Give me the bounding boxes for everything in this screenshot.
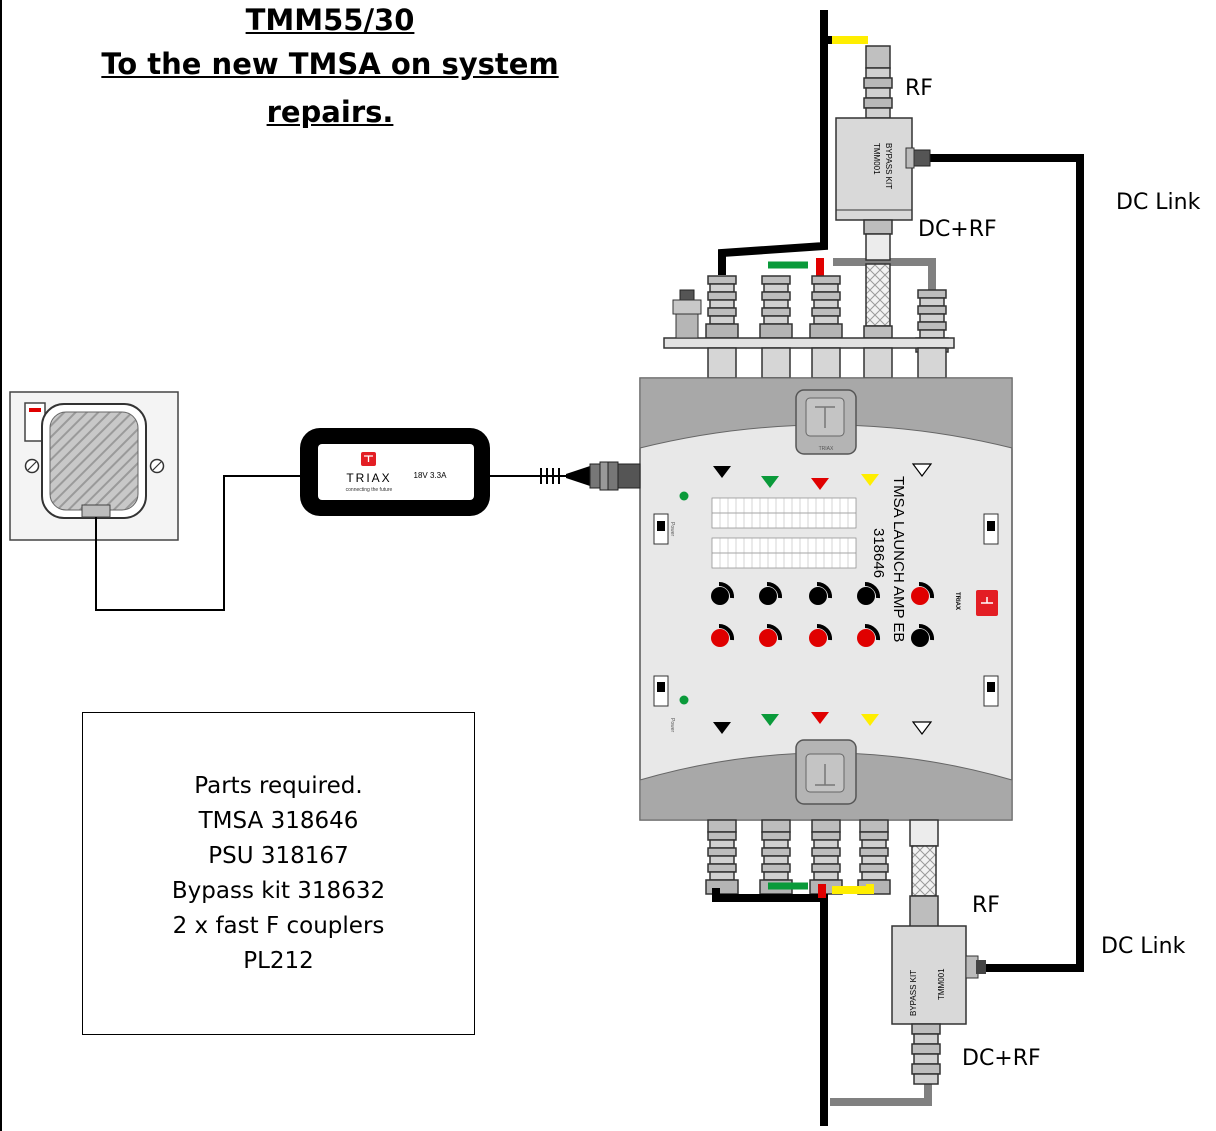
top-bypass-label-1: BYPASS KIT [884, 143, 893, 189]
earth-post [672, 289, 702, 339]
amp-brand: TRIAX [954, 592, 960, 610]
top-connector-3 [809, 275, 843, 339]
top-bypass-kit [835, 117, 913, 221]
label-dcrf-bottom: DC+RF [962, 1046, 1041, 1071]
label-rf-bottom: RF [972, 893, 1000, 918]
psu-rating: 18V 3.3A [414, 471, 448, 480]
bottom-bypass-label-1: BYPASS KIT [909, 970, 918, 1016]
label-dc-link-top: DC Link [1116, 190, 1201, 215]
top-bypass-label-2: TMM001 [872, 143, 881, 175]
bottom-connectors [707, 819, 889, 833]
page-title-line-2: To the new TMSA on system [101, 47, 559, 81]
psu: TRIAX connecting the future 18V 3.3A [300, 428, 490, 516]
mounting-bracket [663, 337, 955, 349]
parts-heading: Parts required. [194, 772, 363, 799]
parts-item: Bypass kit 318632 [171, 877, 386, 904]
page-title-line-3: repairs. [266, 95, 394, 129]
bottom-grey-cable [830, 1082, 932, 1106]
parts-required-box: Parts required. TMSA 318646 PSU 318167 B… [82, 712, 475, 1035]
top-connector-2 [759, 275, 793, 339]
parts-item: 2 x fast F couplers [172, 912, 385, 939]
top-rf-connector [863, 45, 893, 119]
power-label-bottom: Power [669, 718, 675, 733]
trunk-cable-down [718, 40, 828, 275]
amp-title: TMSA LAUNCH AMP EB [890, 476, 907, 642]
wall-socket [9, 391, 179, 541]
top-connector-1 [705, 275, 739, 339]
bottom-bypass-label-2: TMM001 [937, 968, 946, 1000]
amp-logo-top: TRIAX [819, 446, 834, 452]
amp-code: 318646 [870, 528, 887, 578]
parts-item: PL212 [243, 947, 314, 974]
dip-switches [653, 513, 999, 707]
parts-item: PSU 318167 [208, 842, 349, 869]
psu-tagline: connecting the future [346, 487, 393, 493]
bottom-black-cable [712, 888, 828, 1126]
trunk-cable-top [820, 10, 864, 44]
top-connector-feet [707, 347, 947, 379]
dc-link-cable [930, 154, 1084, 972]
grey-cable-top [833, 258, 936, 290]
power-label-top: Power [669, 522, 675, 537]
label-dcrf-top: DC+RF [918, 217, 997, 242]
parts-item: TMSA 318646 [198, 807, 359, 834]
psu-brand: TRIAX [346, 471, 391, 485]
mains-cable [95, 475, 306, 611]
label-dc-link-bottom: DC Link [1101, 934, 1186, 959]
label-rf-top: RF [905, 76, 933, 101]
bottom-yellow-cable [832, 884, 874, 894]
page-title-line-1: TMM55/30 [245, 3, 415, 37]
tmsa-amplifier: TRIAX Power Power [639, 377, 1013, 821]
bottom-bypass-kit [891, 925, 967, 1025]
